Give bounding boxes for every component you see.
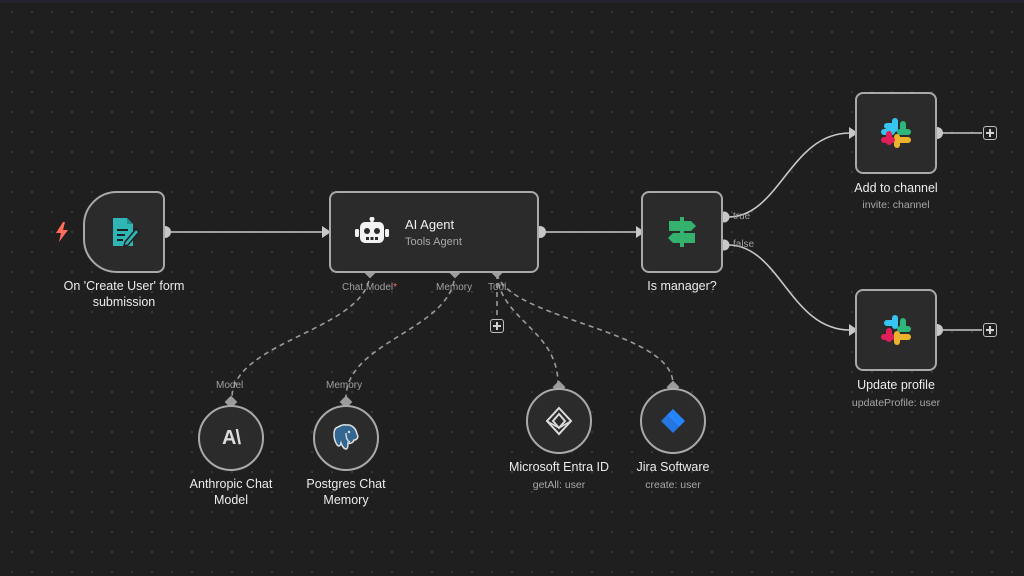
postgresql-elephant-icon (333, 424, 359, 450)
postgres-label: Postgres Chat Memory (306, 477, 386, 507)
ai-agent-text: AI Agent Tools Agent (405, 217, 462, 248)
update-profile-label: Update profile (857, 378, 935, 392)
form-edit-icon (113, 218, 141, 248)
update-profile-sublabel: updateProfile: user (851, 397, 941, 409)
add-to-channel-node[interactable] (855, 92, 937, 174)
ai-agent-subtitle: Tools Agent (405, 235, 462, 248)
anthropic-label: Anthropic Chat Model (189, 477, 273, 507)
arrow-agent-in (322, 226, 331, 238)
trigger-node-create-user-form[interactable] (83, 191, 165, 273)
chat-model-text: Chat Model (342, 282, 394, 293)
microsoft-entra-id-node[interactable] (526, 388, 592, 454)
slack-icon (881, 315, 911, 345)
add-tool-plus-icon[interactable] (490, 319, 504, 333)
jira-icon (661, 409, 685, 433)
anthropic-port-label: Model (216, 380, 244, 391)
update-profile-node[interactable] (855, 289, 937, 371)
edge-tool-entra-link (496, 273, 559, 385)
robot-icon (355, 217, 389, 243)
top-bar (0, 0, 1024, 3)
required-asterisk: * (393, 282, 398, 293)
lightning-bolt-icon (56, 222, 68, 242)
add-to-channel-label: Add to channel (854, 181, 938, 195)
memory-port-label: Memory (436, 282, 473, 293)
is-manager-label: Is manager? (647, 279, 717, 293)
jira-label: Jira Software (636, 460, 710, 474)
postgres-port-label: Memory (326, 380, 363, 391)
entra-label: Microsoft Entra ID (508, 460, 610, 474)
trigger-node-label: On 'Create User' form submission (63, 279, 185, 309)
slack-icon (881, 118, 911, 148)
add-after-channel-plus-icon[interactable] (983, 126, 997, 140)
postgres-chat-memory-node[interactable] (313, 405, 379, 471)
switch-true-label: true (733, 211, 751, 222)
edge-tool-jira-link (496, 273, 674, 385)
edge-false-update-profile (727, 244, 851, 331)
anthropic-icon: A\ (222, 426, 241, 449)
chat-model-port-label: Chat Model* (342, 282, 397, 293)
ai-agent-node[interactable]: AI Agent Tools Agent (329, 191, 539, 273)
jira-software-node[interactable] (640, 388, 706, 454)
microsoft-entra-icon (545, 406, 573, 436)
edge-memory-link (345, 271, 456, 399)
ai-agent-title: AI Agent (405, 216, 455, 232)
edge-model-link (231, 271, 371, 399)
arrow-update-profile-in (849, 324, 858, 336)
entra-sublabel: getAll: user (532, 479, 586, 491)
signpost-icon (668, 217, 696, 247)
add-to-channel-sublabel: invite: channel (862, 199, 930, 211)
edge-true-add-channel (727, 132, 851, 218)
tool-port-label: Tool (488, 282, 507, 293)
arrow-switch-in (636, 226, 645, 238)
jira-sublabel: create: user (645, 479, 701, 491)
is-manager-node[interactable] (641, 191, 723, 273)
add-after-profile-plus-icon[interactable] (983, 323, 997, 337)
anthropic-chat-model-node[interactable]: A\ (198, 405, 264, 471)
switch-false-label: false (733, 239, 755, 250)
arrow-add-channel-in (849, 127, 858, 139)
